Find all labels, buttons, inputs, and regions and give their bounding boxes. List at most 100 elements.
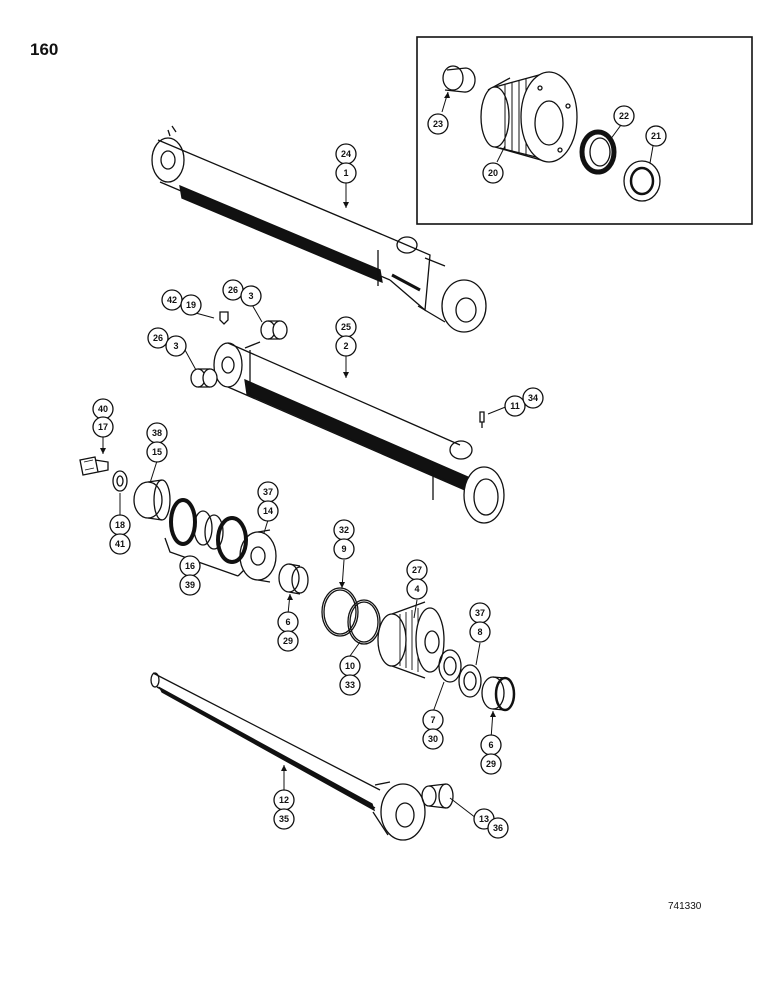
svg-text:29: 29 (486, 759, 496, 769)
svg-text:36: 36 (493, 823, 503, 833)
svg-text:32: 32 (339, 525, 349, 535)
svg-text:19: 19 (186, 300, 196, 310)
bushing-6-lower (481, 676, 516, 712)
callout-8: 8 (469, 621, 491, 643)
svg-text:40: 40 (98, 404, 108, 414)
callout-29-upper: 29 (277, 630, 299, 652)
svg-text:6: 6 (285, 617, 290, 627)
callout-38: 38 (146, 422, 168, 444)
washer-18 (112, 470, 128, 492)
callout-9: 9 (333, 538, 355, 560)
callouts: 23 20 22 21 24 1 42 19 26 3 25 2 26 3 11… (92, 105, 667, 839)
callout-25: 25 (335, 316, 357, 338)
svg-text:9: 9 (341, 544, 346, 554)
svg-text:26: 26 (153, 333, 163, 343)
inset-wiper-21 (623, 160, 661, 202)
svg-text:41: 41 (115, 539, 125, 549)
svg-text:4: 4 (414, 584, 419, 594)
svg-text:24: 24 (341, 149, 351, 159)
inset-seal-22 (579, 129, 617, 175)
callout-36: 36 (487, 817, 509, 839)
o-ring-9 (321, 587, 359, 637)
svg-text:29: 29 (283, 636, 293, 646)
rod-12 (150, 672, 426, 841)
svg-text:6: 6 (488, 740, 493, 750)
callout-4: 4 (406, 578, 428, 600)
callout-6-upper: 6 (277, 611, 299, 633)
callout-20: 20 (482, 162, 504, 184)
svg-text:25: 25 (341, 322, 351, 332)
bushing-13 (421, 783, 454, 809)
svg-text:35: 35 (279, 814, 289, 824)
seal-kit-16 (164, 498, 248, 577)
svg-text:3: 3 (248, 291, 253, 301)
inset-gland-20 (480, 71, 578, 163)
svg-text:13: 13 (479, 814, 489, 824)
callout-1: 1 (335, 162, 357, 184)
svg-text:12: 12 (279, 795, 289, 805)
callout-22: 22 (613, 105, 635, 127)
svg-text:11: 11 (510, 401, 520, 411)
svg-text:7: 7 (430, 715, 435, 725)
callout-30: 30 (422, 728, 444, 750)
callout-21: 21 (645, 125, 667, 147)
svg-text:20: 20 (488, 168, 498, 178)
inset-bushing-23 (442, 65, 476, 93)
svg-text:2: 2 (343, 341, 348, 351)
callout-7: 7 (422, 709, 444, 731)
callout-42: 42 (161, 289, 183, 311)
callout-39: 39 (179, 574, 201, 596)
callout-19: 19 (180, 294, 202, 316)
svg-text:27: 27 (412, 565, 422, 575)
head-4 (377, 601, 445, 679)
svg-text:17: 17 (98, 422, 108, 432)
callout-40: 40 (92, 398, 114, 420)
svg-text:37: 37 (475, 608, 485, 618)
callout-35: 35 (273, 808, 295, 830)
svg-text:42: 42 (167, 295, 177, 305)
callout-2: 2 (335, 335, 357, 357)
fitting-19 (219, 311, 229, 325)
bushing-3-upper (260, 320, 288, 340)
cylinder-assembly-top (151, 125, 487, 333)
svg-text:8: 8 (477, 627, 482, 637)
svg-text:18: 18 (115, 520, 125, 530)
callout-29-lower: 29 (480, 753, 502, 775)
svg-text:14: 14 (263, 506, 273, 516)
svg-text:22: 22 (619, 111, 629, 121)
callout-33: 33 (339, 674, 361, 696)
callout-3-lower: 3 (165, 335, 187, 357)
svg-text:30: 30 (428, 734, 438, 744)
callout-12: 12 (273, 789, 295, 811)
svg-text:39: 39 (185, 580, 195, 590)
nut-15 (133, 479, 171, 521)
cylinder-barrel (213, 341, 505, 524)
callout-3-upper: 3 (240, 285, 262, 307)
svg-text:33: 33 (345, 680, 355, 690)
callout-41: 41 (109, 533, 131, 555)
callout-37-lower: 37 (469, 602, 491, 624)
svg-text:1: 1 (343, 168, 348, 178)
callout-27: 27 (406, 559, 428, 581)
callout-15: 15 (146, 441, 168, 463)
svg-text:37: 37 (263, 487, 273, 497)
wiper-7 (438, 649, 462, 683)
piston-14 (239, 529, 277, 583)
callout-32: 32 (333, 519, 355, 541)
svg-text:10: 10 (345, 661, 355, 671)
drawing-number: 741330 (668, 901, 702, 912)
callout-26-upper: 26 (222, 279, 244, 301)
callout-17: 17 (92, 416, 114, 438)
callout-14: 14 (257, 500, 279, 522)
leader-lines (102, 91, 654, 819)
callout-34: 34 (522, 387, 544, 409)
bolt-17 (79, 456, 109, 476)
svg-text:3: 3 (173, 341, 178, 351)
svg-text:15: 15 (152, 447, 162, 457)
svg-text:26: 26 (228, 285, 238, 295)
callout-10: 10 (339, 655, 361, 677)
callout-6-lower: 6 (480, 734, 502, 756)
bushing-6-upper (278, 563, 309, 595)
callout-26-lower: 26 (147, 327, 169, 349)
